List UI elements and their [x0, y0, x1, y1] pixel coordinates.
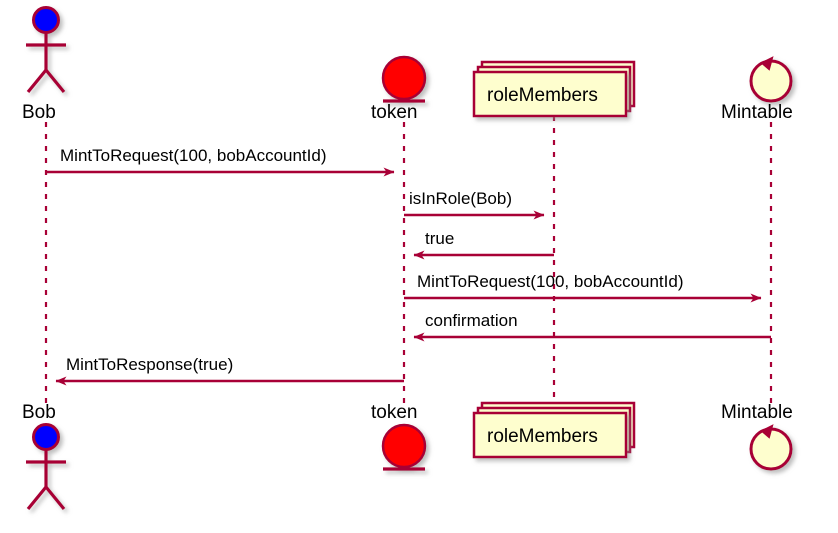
control-circle-icon [749, 59, 793, 103]
participant-mintable-top[interactable] [749, 56, 793, 103]
participant-bob-bottom[interactable] [26, 423, 66, 511]
control-circle-icon [749, 427, 793, 471]
message-5-label: confirmation [425, 311, 518, 330]
message-1-label: MintToRequest(100, bobAccountId) [60, 146, 327, 165]
actor-head-icon [32, 423, 60, 451]
participant-rolemembers-top[interactable]: roleMembers [472, 60, 636, 118]
participant-mintable-bottom[interactable] [749, 424, 793, 471]
participant-token-bottom[interactable] [381, 423, 427, 471]
participant-label-bob-bottom: Bob [22, 402, 56, 423]
message-1[interactable]: MintToRequest(100, bobAccountId) [46, 146, 395, 177]
message-5[interactable]: confirmation [413, 311, 771, 342]
participant-rolemembers-bottom[interactable]: roleMembers [472, 401, 636, 459]
actor-leg-left-icon [26, 485, 48, 511]
lifelines-group [44, 116, 773, 410]
actor-head-icon [32, 6, 60, 34]
message-3-label: true [425, 229, 454, 248]
message-4[interactable]: MintToRequest(100, bobAccountId) [404, 272, 762, 303]
actor-leg-right-icon [44, 485, 66, 511]
message-2-label: isInRole(Bob) [409, 189, 512, 208]
control-arrow-icon [760, 424, 774, 439]
actor-leg-left-icon [26, 68, 48, 94]
participant-label-rolemembers-top: roleMembers [487, 85, 598, 106]
actor-leg-right-icon [44, 68, 66, 94]
message-2[interactable]: isInRole(Bob) [404, 189, 545, 220]
participant-label-bob-top: Bob [22, 102, 56, 123]
participant-token-top[interactable] [381, 55, 427, 103]
message-4-label: MintToRequest(100, bobAccountId) [417, 272, 684, 291]
control-arrow-icon [760, 56, 774, 71]
message-6-label: MintToResponse(true) [66, 355, 233, 374]
message-3[interactable]: true [413, 229, 554, 260]
collections-stack-front-icon [472, 70, 628, 118]
collections-stack-front-icon [472, 411, 628, 459]
entity-circle-icon [381, 55, 427, 101]
message-6[interactable]: MintToResponse(true) [55, 355, 404, 386]
participant-label-rolemembers-bottom: roleMembers [487, 426, 598, 447]
participant-bob-top[interactable] [26, 6, 66, 94]
participant-label-token-bottom: token [371, 402, 417, 423]
participant-label-token-top: token [371, 102, 417, 123]
entity-circle-icon [381, 423, 427, 469]
participant-label-mintable-top: Mintable [721, 102, 793, 123]
participant-label-mintable-bottom: Mintable [721, 402, 793, 423]
